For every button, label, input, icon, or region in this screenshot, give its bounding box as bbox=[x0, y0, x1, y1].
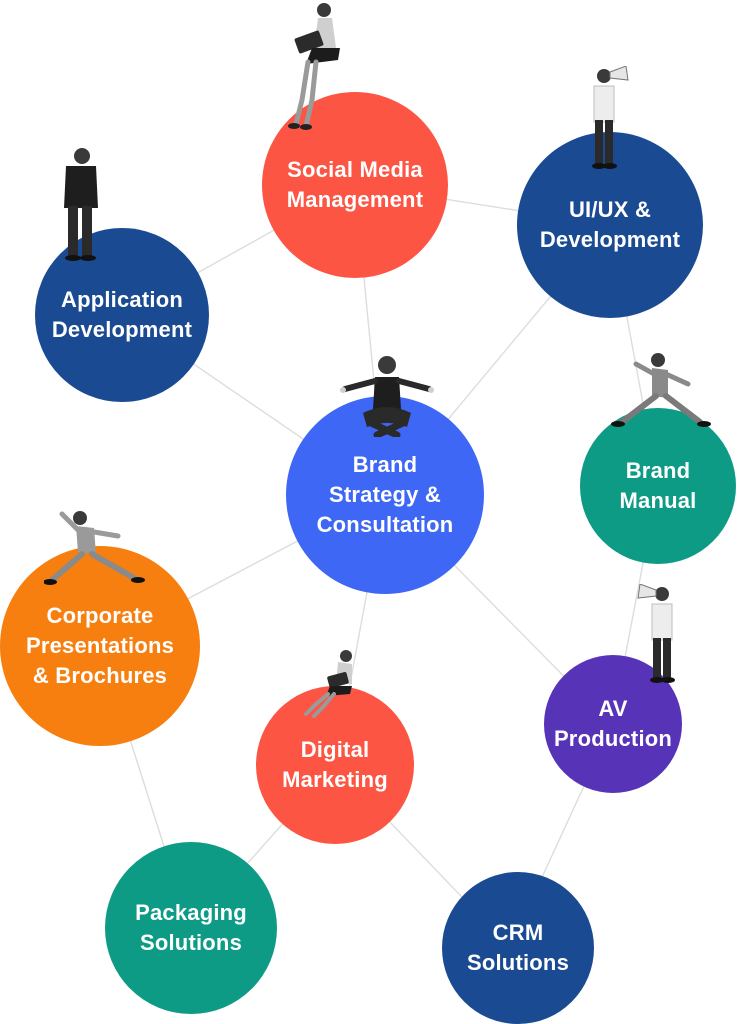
node-brand-manual: Brand Manual bbox=[580, 408, 736, 564]
node-label: Digital Marketing bbox=[282, 737, 388, 792]
node-label: Brand Manual bbox=[619, 458, 697, 513]
laptop-woman-figure-icon bbox=[302, 648, 362, 718]
meditating-man-figure-icon bbox=[337, 353, 437, 437]
laptop-woman-figure-icon bbox=[282, 0, 352, 130]
node-packaging-solutions: Packaging Solutions bbox=[105, 842, 277, 1014]
megaphone-man-figure-icon bbox=[636, 584, 680, 684]
node-label: Packaging Solutions bbox=[135, 900, 247, 955]
node-label: Brand Strategy & Consultation bbox=[316, 452, 454, 537]
node-label: UI/UX & Development bbox=[539, 197, 681, 252]
node-label: Corporate Presentations & Brochures bbox=[25, 603, 175, 688]
node-application-development: Application Development bbox=[35, 228, 209, 402]
standing-businessman-figure-icon bbox=[56, 146, 104, 264]
node-label: Application Development bbox=[51, 287, 193, 342]
leaping-woman-figure-icon bbox=[44, 506, 148, 590]
node-digital-marketing: Digital Marketing bbox=[256, 686, 414, 844]
node-corporate-presentations-brochures: Corporate Presentations & Brochures bbox=[0, 546, 200, 746]
megaphone-man-figure-icon bbox=[586, 66, 634, 170]
node-label: CRM Solutions bbox=[466, 920, 569, 975]
node-label: Social Media Management bbox=[286, 157, 424, 212]
node-social-media-management: Social Media Management bbox=[262, 92, 448, 278]
leaping-man-figure-icon bbox=[608, 350, 712, 434]
node-crm-solutions: CRM Solutions bbox=[442, 872, 594, 1024]
node-label: AV Production bbox=[553, 696, 673, 751]
